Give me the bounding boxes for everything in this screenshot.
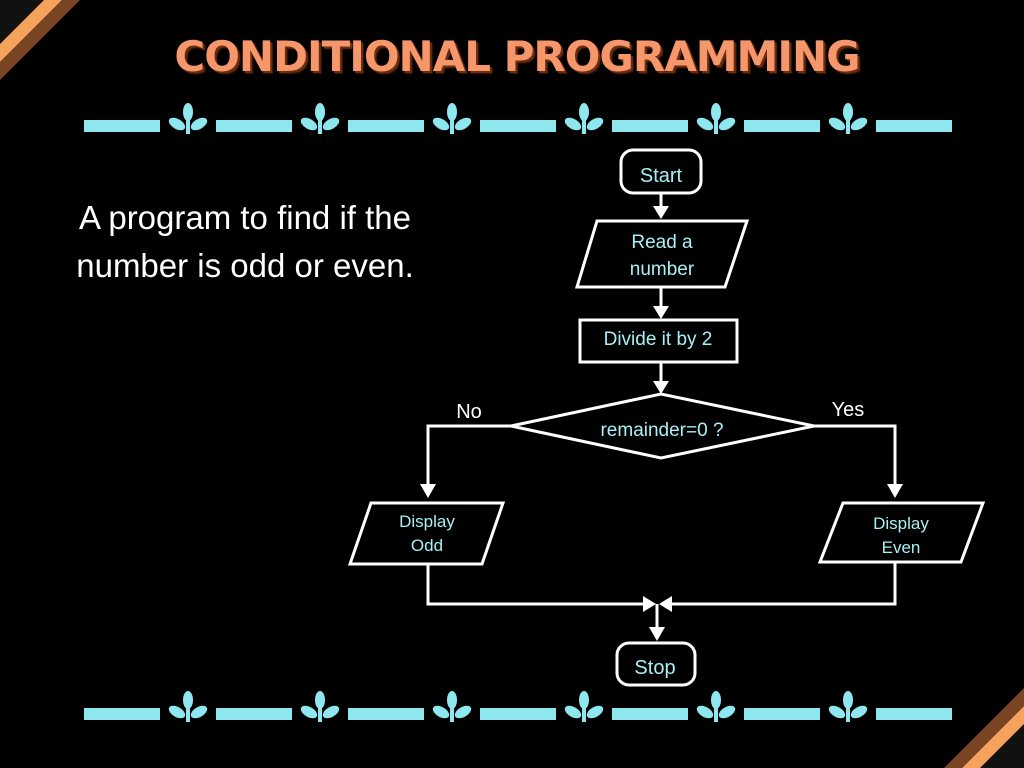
process-label: Divide it by 2 [603,329,713,350]
output-even-label: Display Even [873,514,929,557]
output-odd-parallelogram [347,501,506,566]
start-terminal [619,148,703,195]
leaf-sprig-icon [432,691,472,722]
output-even-parallelogram [817,501,986,564]
process-box [578,318,739,364]
leaf-sprig-icon [696,103,736,134]
ornament-border-top [84,103,952,134]
corner-stripe-bottom-right-icon [944,688,1024,768]
slide-description: A program to find if the number is odd o… [76,199,414,284]
branch-yes-label: Yes [831,399,865,421]
branch-no-label: No [456,401,482,423]
corner-stripe-top-left-icon [0,0,80,80]
input-label: Read a number [629,232,695,280]
leaf-sprig-icon [432,103,472,134]
leaf-sprig-icon [828,103,868,134]
leaf-sprig-icon [168,691,208,722]
leaf-sprig-icon [300,691,340,722]
stop-label: Stop [634,657,676,679]
connector-even-merge [672,562,897,606]
input-parallelogram [574,219,750,289]
leaf-sprig-icon [828,691,868,722]
connector-decision-no [426,424,511,486]
output-odd-label: Display Odd [399,512,455,555]
start-label: Start [639,165,683,187]
leaf-sprig-icon [168,103,208,134]
connector-decision-yes [814,424,897,486]
leaf-sprig-icon [300,103,340,134]
slide-title: CONDITIONAL PROGRAMMING [174,32,860,81]
decision-diamond [510,392,815,460]
connector-odd-merge [426,564,643,606]
stop-terminal [615,641,697,687]
ornament-border-bottom [84,691,952,722]
decision-label: remainder=0 ? [600,420,724,441]
leaf-sprig-icon [564,691,604,722]
leaf-sprig-icon [564,103,604,134]
leaf-sprig-icon [696,691,736,722]
